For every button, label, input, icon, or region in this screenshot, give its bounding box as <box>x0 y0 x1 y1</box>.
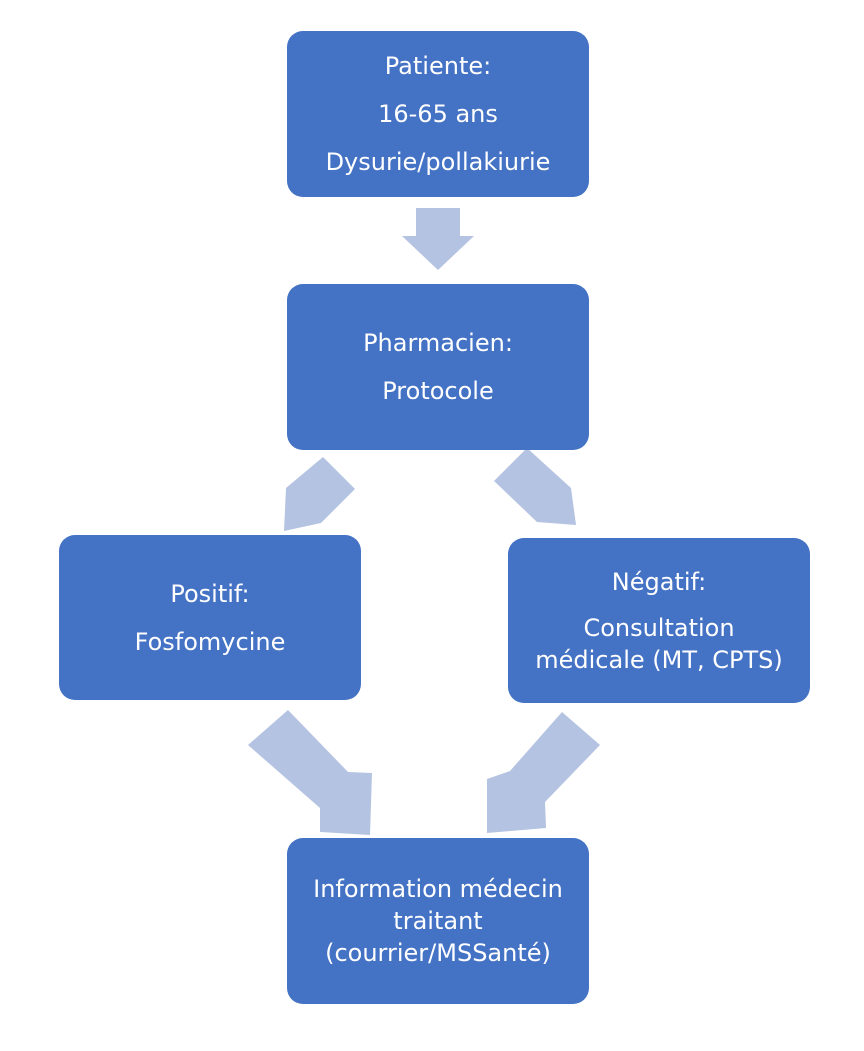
node-pharmacien-heading: Pharmacien: <box>363 329 513 357</box>
node-information-line3: (courrier/MSSanté) <box>325 939 551 967</box>
node-patient-age: 16-65 ans <box>378 100 498 128</box>
node-patient-symptoms: Dysurie/pollakiurie <box>325 148 551 176</box>
node-negatif-medicale: médicale (MT, CPTS) <box>535 645 783 674</box>
arrow-pharmacien-to-positif <box>284 457 355 531</box>
node-positif-heading: Positif: <box>170 579 250 608</box>
arrow-pharmacien-to-negatif <box>494 448 576 525</box>
node-information-line2: traitant <box>393 907 483 935</box>
node-patient-heading: Patiente: <box>384 52 492 80</box>
node-information: Information médecin traitant (courrier/M… <box>287 838 589 1004</box>
node-negatif-consultation: Consultation <box>583 613 735 642</box>
node-negatif-heading: Négatif: <box>611 567 707 596</box>
node-positif: Positif: Fosfomycine <box>59 535 361 700</box>
node-pharmacien: Pharmacien: Protocole <box>287 284 589 450</box>
node-pharmacien-protocol: Protocole <box>382 377 494 405</box>
node-positif-treatment: Fosfomycine <box>134 627 286 656</box>
arrow-negatif-to-information <box>487 712 600 833</box>
arrow-positif-to-information <box>248 710 372 835</box>
node-patient: Patiente: 16-65 ans Dysurie/pollakiurie <box>287 31 589 197</box>
arrow-patient-to-pharmacien <box>402 208 474 270</box>
node-information-line1: Information médecin <box>313 875 563 903</box>
node-negatif: Négatif: Consultation médicale (MT, CPTS… <box>508 538 810 703</box>
